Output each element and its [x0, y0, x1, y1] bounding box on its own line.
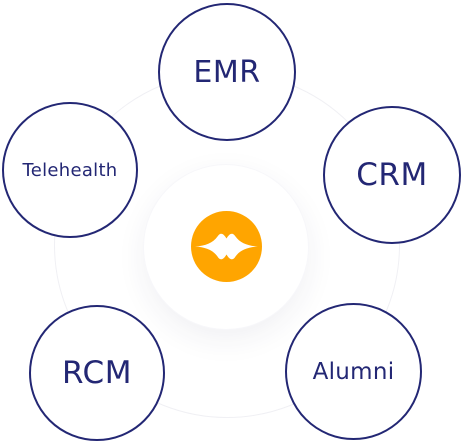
node-rcm-label: RCM [62, 355, 132, 391]
node-alumni: Alumni [285, 303, 422, 440]
node-crm-label: CRM [356, 157, 428, 193]
node-crm: CRM [323, 106, 461, 244]
node-alumni-label: Alumni [312, 358, 395, 385]
node-rcm: RCM [29, 305, 165, 441]
node-emr-label: EMR [193, 54, 261, 90]
node-telehealth-label: Telehealth [22, 159, 118, 181]
node-emr: EMR [158, 3, 296, 141]
node-telehealth: Telehealth [2, 102, 138, 238]
orange-sparkle-logo-icon [191, 211, 262, 282]
